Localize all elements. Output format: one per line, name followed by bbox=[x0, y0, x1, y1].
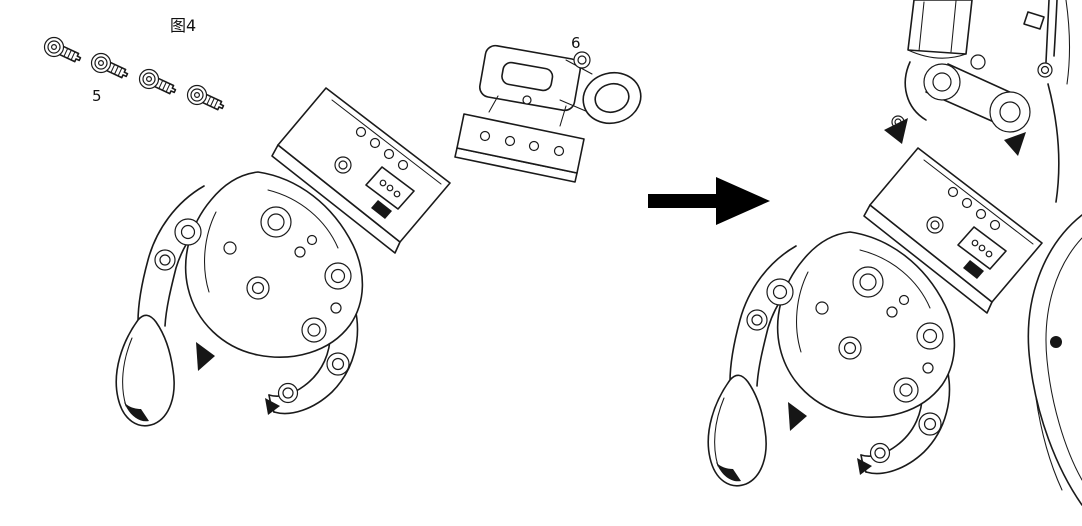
forearm-body bbox=[1027, 214, 1082, 506]
bracket-frame bbox=[478, 44, 582, 112]
screw-2 bbox=[90, 52, 130, 80]
screws-group: 5 bbox=[43, 36, 226, 112]
bracket-ring bbox=[582, 71, 642, 125]
wrist-cylinder bbox=[907, 0, 973, 55]
screw-1 bbox=[43, 36, 83, 64]
robot-arm bbox=[884, 0, 1082, 506]
bracket-part: 6 bbox=[454, 34, 642, 183]
gripper-left bbox=[115, 87, 451, 427]
exploded-gripper-view bbox=[115, 87, 451, 427]
assembly-arrow bbox=[648, 177, 770, 225]
figure-label: 图4 bbox=[170, 16, 196, 35]
hose-line bbox=[1045, 0, 1050, 63]
part5-callout: 5 bbox=[92, 87, 102, 105]
assembled-view bbox=[707, 0, 1082, 506]
part6-callout: 6 bbox=[571, 34, 581, 52]
screw-4 bbox=[186, 84, 226, 112]
screw-3 bbox=[138, 68, 178, 96]
bracket-base-plate bbox=[454, 95, 585, 183]
